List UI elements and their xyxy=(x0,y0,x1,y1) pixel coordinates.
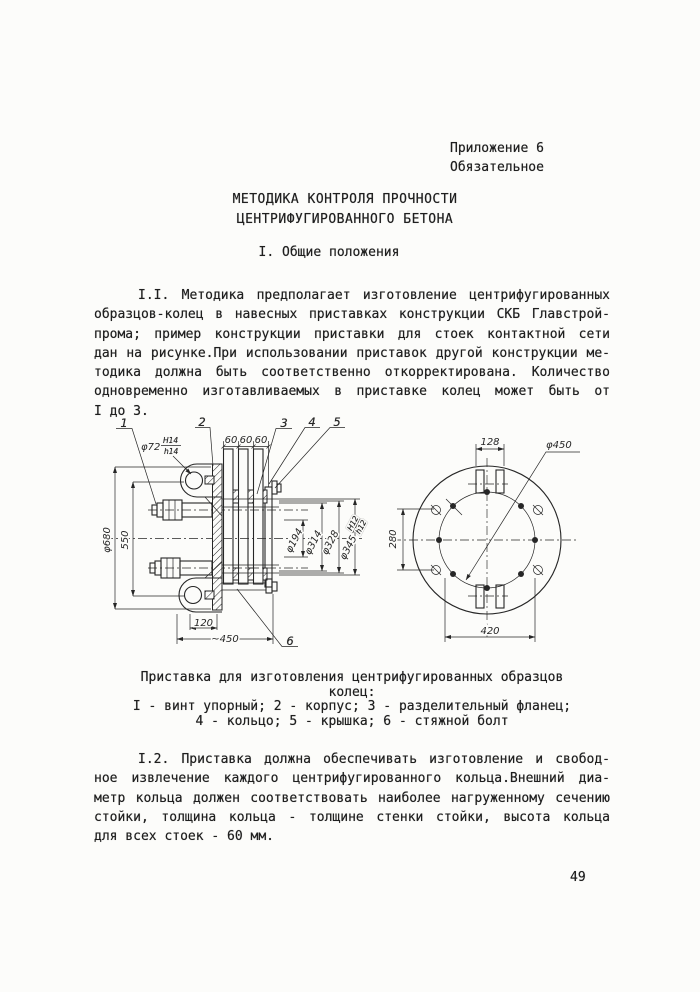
paragraph-line: одновременно изготавливаемых в приставке… xyxy=(94,384,610,400)
separator-flange xyxy=(222,448,234,585)
svg-text:h14: h14 xyxy=(164,447,179,456)
dim-label-550: 550 xyxy=(120,530,131,549)
outer-circle xyxy=(412,465,562,615)
appendix-type: Обязательное xyxy=(450,159,544,175)
dim-label-gap-3: 60 xyxy=(255,435,268,446)
paragraph-line: прома; пример конструкции приставки для … xyxy=(94,326,610,342)
paragraph-line: I.2. Приставка должна обеспечивать изгот… xyxy=(138,752,610,767)
dim-label-gap-2: 60 xyxy=(240,435,253,446)
left-view-section: φ680 550 60 60 60 φ72 H14 h14 φ194 xyxy=(101,415,370,648)
paragraph-line: I до 3. xyxy=(94,403,149,419)
document-title: МЕТОДИКА КОНТРОЛЯ ПРОЧНОСТИ ЦЕНТРИФУГИРО… xyxy=(90,190,600,229)
figure-caption: Приставка для изготовления центрифугиров… xyxy=(94,670,610,729)
stop-screw-upper xyxy=(151,499,213,521)
paragraph-line: стойки, толщина кольца - толщине стенки … xyxy=(94,809,610,825)
paragraph-1-1: I.I. Методика предполагает изготовление … xyxy=(94,286,610,421)
paragraph-line: метр кольца должен соответствовать наибо… xyxy=(94,790,610,806)
separator-flange xyxy=(252,448,264,585)
paragraph-line: для всех стоек - 60 мм. xyxy=(94,829,275,845)
dim-label-d450: φ450 xyxy=(546,440,572,451)
dim-label-280: 280 xyxy=(388,529,399,548)
right-view-face: 128 φ450 280 420 xyxy=(387,436,580,642)
paragraph-line: ное извлечение каждого центрифугированно… xyxy=(94,771,610,787)
dim-label-120: 120 xyxy=(194,618,213,629)
callout-5: 5 xyxy=(333,415,340,429)
title-line-1: МЕТОДИКА КОНТРОЛЯ ПРОЧНОСТИ xyxy=(232,192,458,207)
callout-1: 1 xyxy=(120,416,127,430)
dim-label-420: 420 xyxy=(480,626,499,637)
dim-label-d72: φ72 xyxy=(141,442,160,453)
slot xyxy=(495,584,505,609)
appendix-number: Приложение 6 xyxy=(450,141,544,156)
technical-drawing: φ680 550 60 60 60 φ72 H14 h14 φ194 xyxy=(101,415,580,648)
page-number: 49 xyxy=(570,870,586,885)
caption-line-2: колец: xyxy=(328,684,376,700)
dim-label-d680: φ680 xyxy=(102,527,113,553)
callout-2: 2 xyxy=(198,415,205,429)
body-flange xyxy=(212,463,223,611)
dim-label-d345: φ345 xyxy=(338,534,360,562)
dim-label-d72-fit: φ72 H14 h14 xyxy=(141,436,192,475)
callout-6: 6 xyxy=(286,634,293,648)
caption-line-3: I - винт упорный; 2 - корпус; 3 - раздел… xyxy=(132,699,572,715)
paragraph-line: дан на рисунке.При использовании пристав… xyxy=(94,345,610,361)
separator-flange xyxy=(237,448,249,585)
dim-label-128: 128 xyxy=(480,437,499,448)
dim-label-gap-1: 60 xyxy=(225,435,238,446)
title-line-2: ЦЕНТРИФУГИРОВАННОГО БЕТОНА xyxy=(236,211,454,227)
svg-text:H14: H14 xyxy=(163,436,178,445)
dim-label-d328: φ328 xyxy=(320,529,342,557)
stop-screw-lower xyxy=(149,557,213,579)
paragraph-line: тодика должна быть соответственно откорр… xyxy=(94,365,610,381)
paragraph-1-2: I.2. Приставка должна обеспечивать изгот… xyxy=(94,750,610,846)
callout-4: 4 xyxy=(308,415,315,429)
appendix-block: Приложение 6 Обязательное xyxy=(450,140,544,177)
callout-3: 3 xyxy=(280,416,287,430)
section-heading: I. Общие положения xyxy=(258,245,400,260)
slot xyxy=(495,469,505,494)
slot xyxy=(475,584,485,609)
slot xyxy=(475,469,485,494)
crossed-bolt-marks xyxy=(430,498,544,576)
paragraph-line: I.I. Методика предполагает изготовление … xyxy=(138,288,610,303)
lug-hole-bottom xyxy=(183,585,203,605)
caption-line-1: Приставка для изготовления центрифугиров… xyxy=(140,670,564,685)
caption-line-4: 4 - кольцо; 5 - крышка; 6 - стяжной болт xyxy=(195,713,509,729)
lug-hole-top xyxy=(184,471,204,490)
paragraph-line: образцов-колец в навесных приставках кон… xyxy=(94,307,610,323)
dim-label-450: ~450 xyxy=(211,634,238,645)
